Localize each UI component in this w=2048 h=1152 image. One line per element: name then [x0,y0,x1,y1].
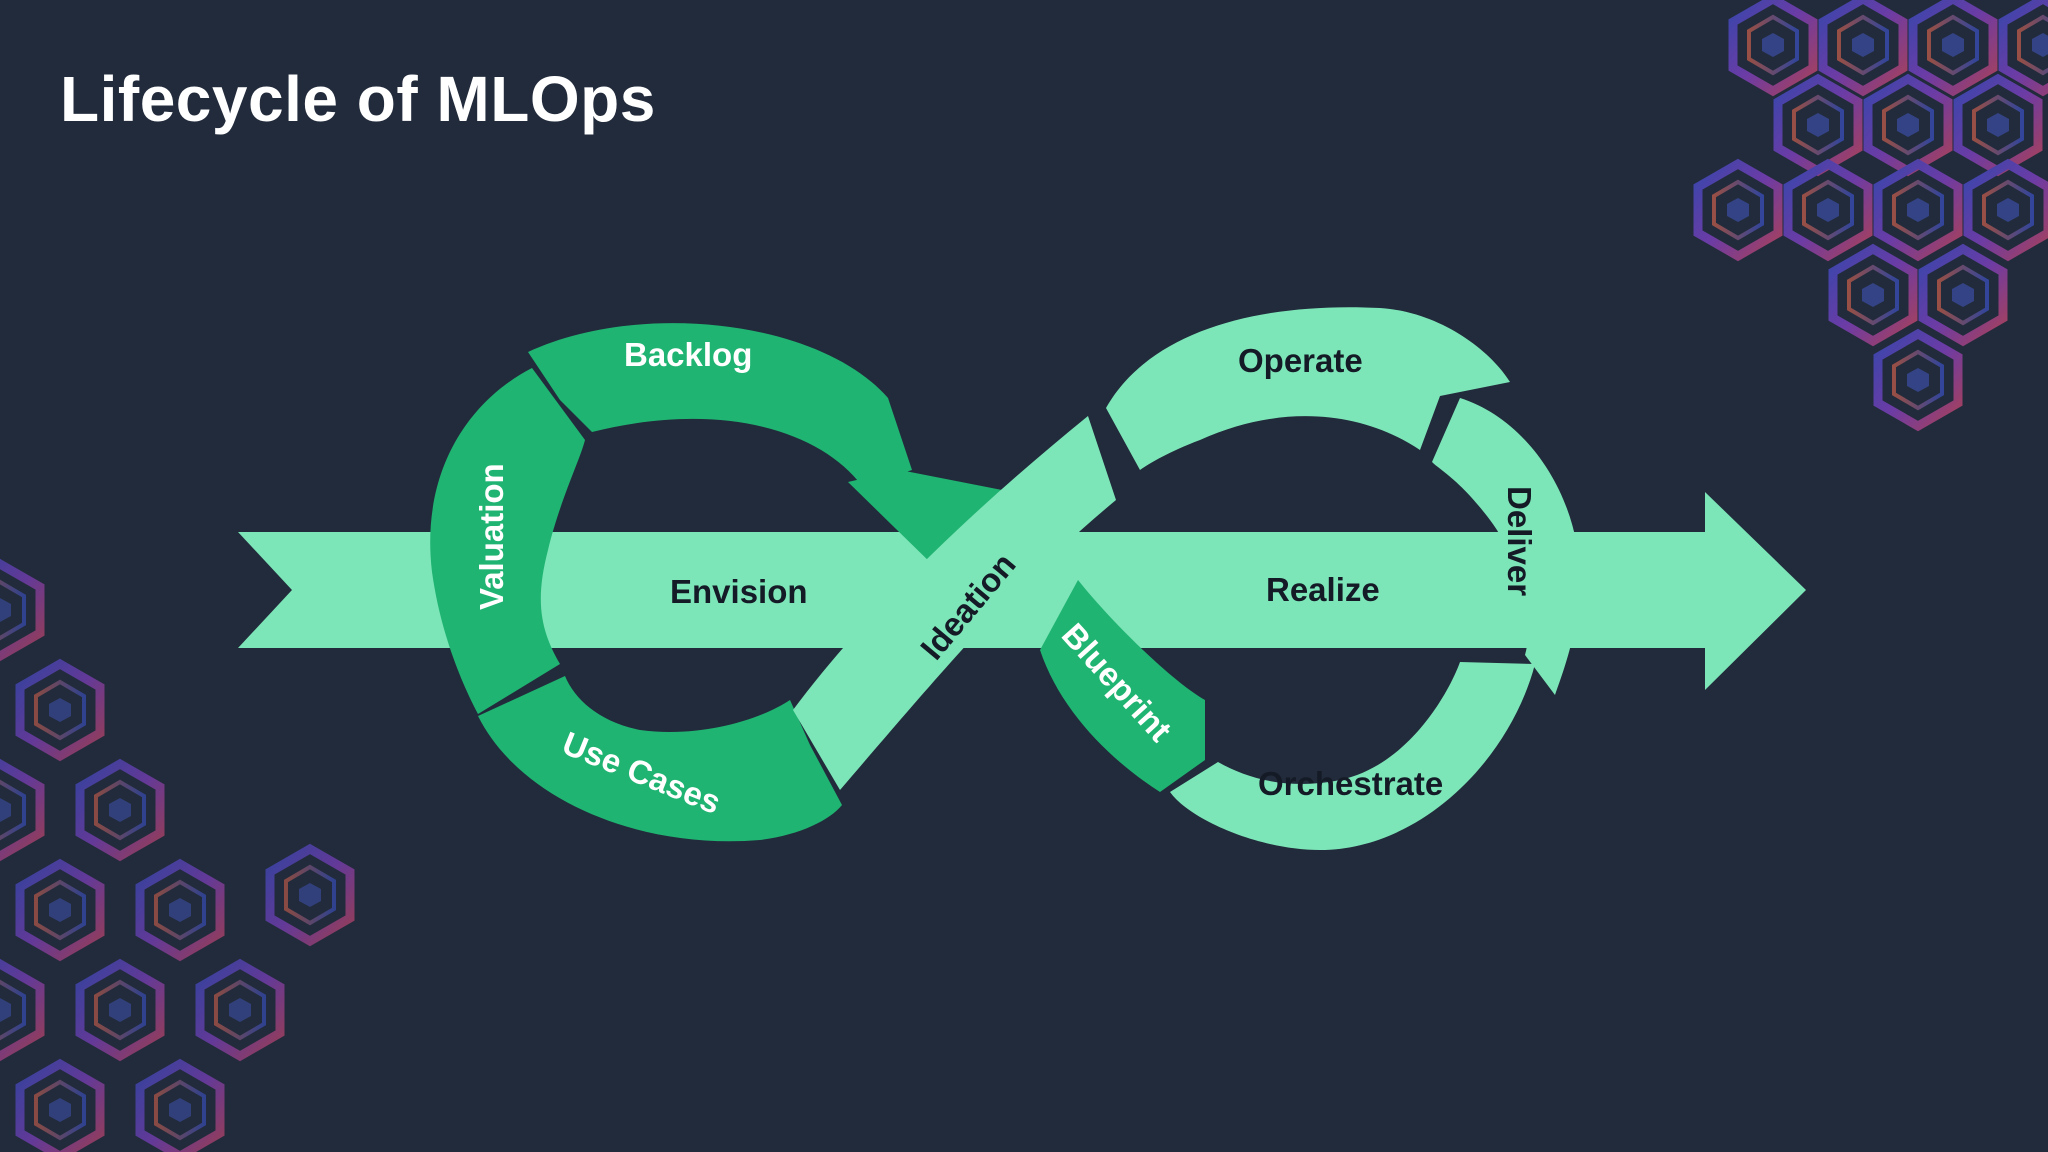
operate-segment [1106,307,1510,470]
use-cases-segment [478,676,842,842]
ideation-band [793,416,1116,790]
orchestrate-segment [1170,662,1535,850]
label-operate: Operate [1238,342,1363,379]
backlog-segment [528,323,912,486]
right-loop [1106,307,1580,850]
label-envision: Envision [670,573,808,610]
deliver-segment [1432,398,1580,695]
left-loop [430,323,1002,842]
label-backlog: Backlog [624,336,752,373]
label-realize: Realize [1266,571,1380,608]
label-valuation: Valuation [473,463,510,610]
slide-title: Lifecycle of MLOps [60,63,656,135]
blueprint-segment [1040,580,1205,792]
valuation-segment [430,368,585,714]
label-deliver: Deliver [1501,486,1538,596]
horizontal-arrow [238,492,1806,690]
ideation-upper-segment [848,470,1002,570]
label-orchestrate: Orchestrate [1258,765,1443,802]
